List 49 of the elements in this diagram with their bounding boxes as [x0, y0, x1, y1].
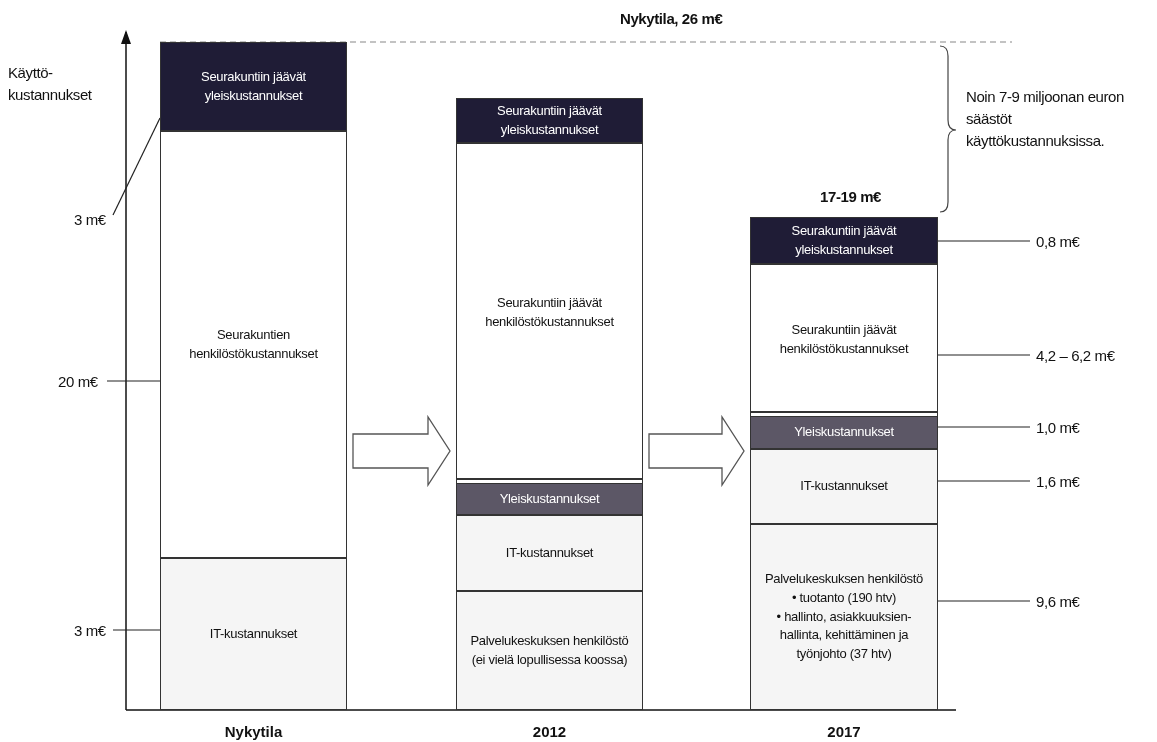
column-label: 2017 — [827, 723, 861, 740]
segment-label: Palvelukeskuksen henkilöstö — [764, 569, 924, 588]
bar-segment — [160, 42, 347, 131]
block-arrow — [352, 414, 451, 488]
segment-label: • hallinto, asiakkuuksien- hallinta, kehittäminen ja työnjohto (37 htv) — [775, 607, 913, 664]
leader-line — [937, 240, 1031, 242]
total-label: 17-19 m€ — [820, 187, 882, 207]
segment-label: Yleiskustannukset — [499, 489, 600, 508]
leader-line — [937, 480, 1031, 482]
column-label: Nykytila — [224, 723, 283, 740]
bar-segment — [456, 591, 643, 710]
segment-label: Yleiskustannukset — [794, 423, 894, 442]
leader-line — [937, 354, 1031, 356]
segment-label: Palvelukeskuksen henkilöstö (ei vielä lopullisessa koossa) — [469, 631, 630, 669]
segment-label: IT-kustannukset — [209, 624, 298, 643]
bar-segment — [750, 524, 938, 710]
segment-label: Seurakuntiin jäävät henkilöstökustannukset — [778, 321, 910, 358]
leader-line — [937, 426, 1031, 428]
note-text: Noin 7-9 miljoonan euron säästöt käyttökustannuksissa. — [966, 87, 1125, 151]
block-arrow — [648, 414, 745, 488]
value-label: 0,8 m€ — [1036, 229, 1096, 253]
segment-label: Seurakuntiin jäävät yleiskustannukset — [496, 101, 603, 139]
total-label: Nykytila, 26 m€ — [620, 9, 724, 29]
segment-label: • tuotanto (190 htv) — [791, 588, 897, 607]
value-label: 3 m€ — [74, 618, 110, 642]
segment-label: Seurakuntiin jäävät yleiskustannukset — [200, 67, 307, 105]
segment-label: IT-kustannukset — [800, 477, 888, 496]
leader-line — [937, 600, 1031, 602]
axis-label: Käyttö- kustannukset — [8, 63, 93, 105]
segment-label: IT-kustannukset — [505, 543, 594, 562]
bar-segment — [160, 131, 347, 558]
bar-segment — [160, 558, 347, 710]
column-label: 2012 — [532, 723, 567, 740]
leader-line — [106, 380, 161, 382]
leader-line — [112, 629, 161, 631]
value-label: 20 m€ — [58, 369, 104, 393]
leader-line — [112, 117, 161, 216]
bar-segment — [750, 217, 938, 264]
bar-segment — [750, 449, 938, 524]
segment-label: Seurakuntiin jäävät yleiskustannukset — [790, 221, 898, 259]
value-label: 3 m€ — [74, 207, 110, 231]
segment-label: Seurakuntiin jäävät henkilöstökustannukset — [484, 294, 615, 331]
segment-label: Seurakuntien henkilöstökustannukset — [188, 325, 319, 363]
bar-segment — [456, 515, 643, 591]
value-label: 1,6 m€ — [1036, 469, 1096, 493]
value-label: 9,6 m€ — [1036, 589, 1096, 613]
value-label: 4,2 – 6,2 m€ — [1036, 343, 1140, 367]
value-label: 1,0 m€ — [1036, 415, 1096, 439]
bar-segment — [456, 98, 643, 143]
